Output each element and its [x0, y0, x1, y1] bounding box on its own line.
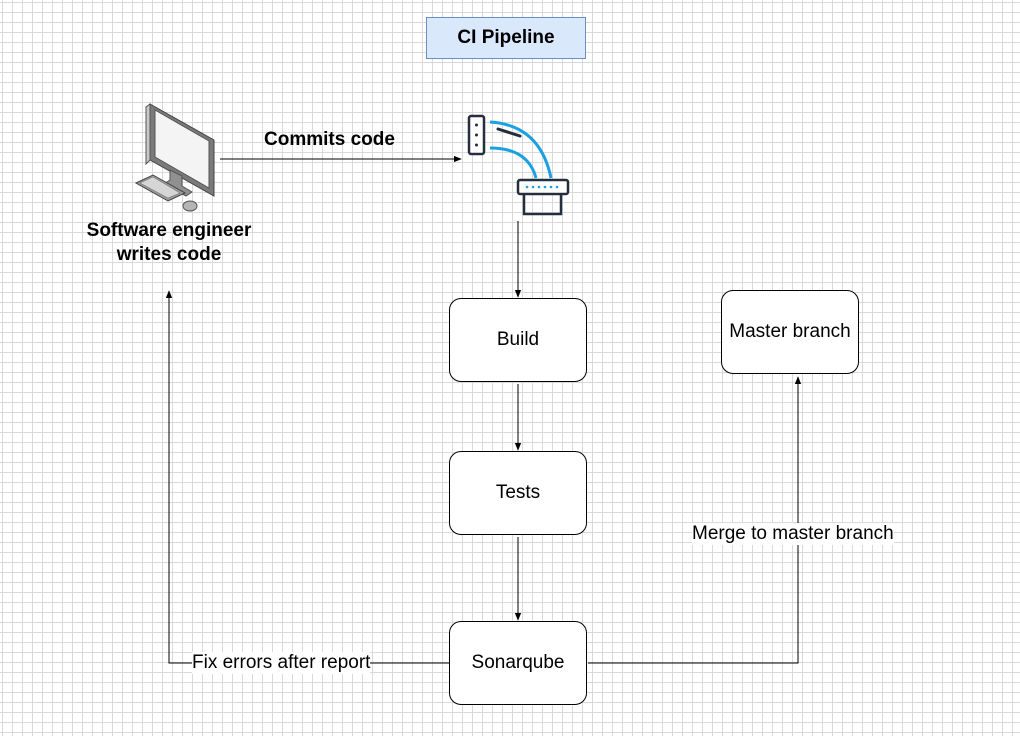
- diagram-title: CI Pipeline: [426, 17, 586, 59]
- merge-label: Merge to master branch: [692, 523, 894, 545]
- tests-node[interactable]: Tests: [449, 451, 587, 535]
- commit-label: Commits code: [264, 129, 395, 150]
- sonarqube-node[interactable]: Sonarqube: [449, 621, 587, 705]
- engineer-label: Software engineer writes code: [60, 219, 278, 267]
- engineer-label-line1: Software engineer: [86, 220, 252, 241]
- fix-errors-label: Fix errors after report: [192, 652, 371, 674]
- engineer-label-line2: writes code: [116, 244, 222, 265]
- master-branch-node[interactable]: Master branch: [721, 290, 859, 374]
- fix-errors-arrow: [165, 290, 449, 664]
- build-node[interactable]: Build: [449, 298, 587, 382]
- git-repository-icon: [467, 114, 570, 216]
- merge-arrow: [588, 376, 802, 664]
- computer-icon: [134, 103, 215, 212]
